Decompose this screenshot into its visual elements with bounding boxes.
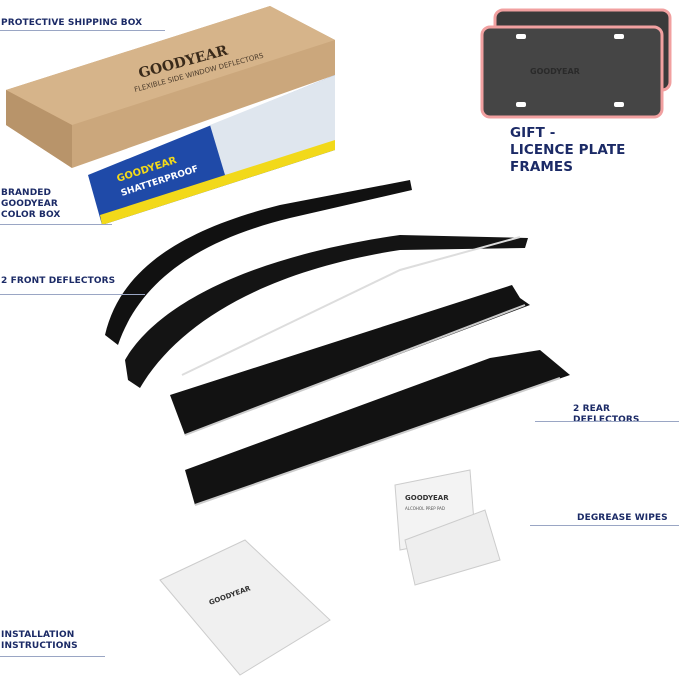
wipe-text: ALCOHOL PREP PAD [405, 506, 445, 511]
label-line: BRANDED [1, 188, 52, 198]
divider [0, 30, 165, 31]
divider [535, 421, 679, 422]
label-degrease-wipes: DEGREASE WIPES [577, 513, 668, 523]
divider [0, 656, 105, 657]
label-front-deflectors: 2 FRONT DEFLECTORS [1, 276, 116, 286]
label-shipping-box: PROTECTIVE SHIPPING BOX [1, 18, 143, 28]
divider [530, 525, 679, 526]
label-instructions: INSTALLATION INSTRUCTIONS [1, 630, 78, 652]
shipping-box: GOODYEAR FLEXIBLE SIDE WINDOW DEFLECTORS [6, 6, 335, 168]
wipe-brand: GOODYEAR [405, 494, 449, 502]
label-color-box: BRANDED GOODYEAR COLOR BOX [1, 188, 60, 221]
label-line: INSTALLATION [1, 630, 75, 640]
label-line: COLOR BOX [1, 210, 61, 220]
installation-instructions: GOODYEAR [159, 539, 331, 676]
label-line: LICENCE PLATE FRAMES [510, 142, 626, 175]
plate-brand: GOODYEAR [530, 67, 580, 76]
divider [0, 294, 145, 295]
label-line: GIFT - [510, 125, 556, 141]
license-plate-frames: GOODYEAR [480, 8, 672, 119]
deflectors [105, 180, 570, 506]
divider [0, 224, 112, 225]
label-rear-deflectors: 2 REAR DEFLECTORS [573, 404, 640, 425]
label-line: GOODYEAR [1, 199, 58, 209]
label-gift: GIFT - LICENCE PLATE FRAMES [510, 125, 679, 176]
label-line: INSTRUCTIONS [1, 641, 78, 651]
degrease-wipes: GOODYEAR ALCOHOL PREP PAD [394, 469, 501, 586]
color-box: GOODYEAR SHATTERPROOF [88, 75, 335, 225]
